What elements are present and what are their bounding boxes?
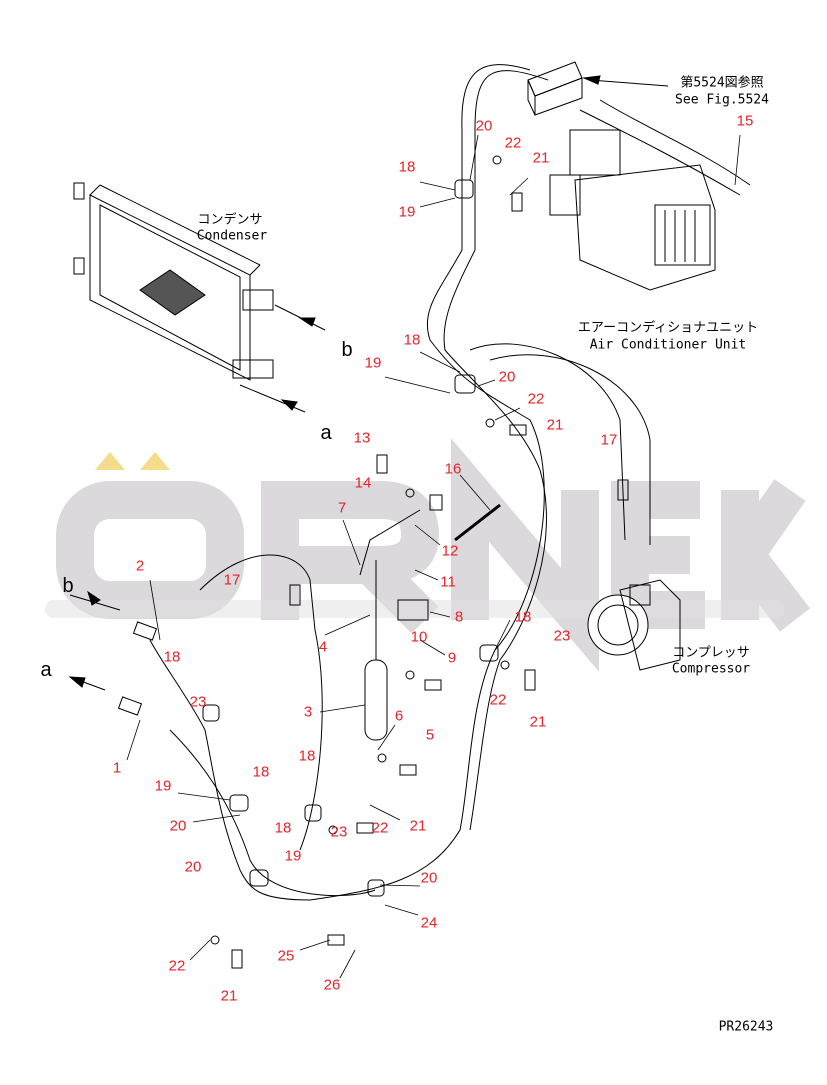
part-callout: 4 bbox=[318, 638, 328, 656]
reference-label-jp: 第5524図参照 bbox=[680, 75, 764, 91]
part-callout: 22 bbox=[489, 691, 507, 709]
connection-b-top: b bbox=[341, 339, 353, 361]
connection-a-left: a bbox=[40, 659, 52, 681]
part-callout: 1 bbox=[112, 759, 122, 777]
part-callout: 21 bbox=[532, 149, 550, 167]
part-callout: 23 bbox=[189, 693, 207, 711]
part-callout: 22 bbox=[504, 134, 522, 152]
part-callout: 19 bbox=[398, 203, 416, 221]
part-callout: 17 bbox=[223, 571, 241, 589]
watermark-logo bbox=[56, 438, 811, 672]
part-callout: 18 bbox=[252, 763, 270, 781]
compressor bbox=[587, 579, 681, 671]
part-callout: 20 bbox=[420, 869, 438, 887]
compressor-label-jp: コンプレッサ bbox=[672, 645, 750, 661]
condenser-label-en: Condenser bbox=[196, 228, 268, 244]
part-callout: 19 bbox=[284, 847, 302, 865]
part-callout: 24 bbox=[420, 914, 438, 932]
part-callout: 22 bbox=[371, 819, 389, 837]
part-callout: 18 bbox=[163, 648, 181, 666]
clamps bbox=[202, 155, 629, 969]
part-callout: 18 bbox=[298, 747, 316, 765]
compressor-label-en: Compressor bbox=[671, 661, 751, 677]
air-conditioner-unit bbox=[549, 129, 716, 291]
part-callout: 21 bbox=[220, 987, 238, 1005]
part-callout: 26 bbox=[323, 976, 341, 994]
part-callout: 5 bbox=[425, 726, 435, 744]
part-callout: 19 bbox=[154, 777, 172, 795]
part-callout: 21 bbox=[529, 713, 547, 731]
connection-a-top: a bbox=[320, 422, 332, 444]
part-callout: 18 bbox=[274, 819, 292, 837]
part-callout: 2 bbox=[135, 557, 145, 575]
drawing-id: PR26243 bbox=[718, 1019, 774, 1035]
grommet-block bbox=[527, 61, 669, 116]
part-callout: 20 bbox=[184, 858, 202, 876]
part-callout: 20 bbox=[498, 368, 516, 386]
part-callout: 25 bbox=[277, 947, 295, 965]
condenser-label-jp: コンデンサ bbox=[197, 212, 263, 228]
ac-unit-label-jp: エアーコンディショナユニット bbox=[577, 320, 759, 336]
receiver-drier bbox=[364, 560, 388, 741]
connection-b-left: b bbox=[62, 575, 74, 597]
condenser bbox=[73, 182, 274, 381]
part-callout: 21 bbox=[546, 416, 564, 434]
part-callout: 8 bbox=[454, 608, 464, 626]
part-callout: 21 bbox=[409, 817, 427, 835]
part-callout: 18 bbox=[514, 608, 532, 626]
part-callout: 11 bbox=[440, 573, 456, 591]
part-callout: 13 bbox=[353, 429, 371, 447]
part-callout: 20 bbox=[475, 117, 493, 135]
ac-unit-label-en: Air Conditioner Unit bbox=[589, 337, 747, 353]
part-callout: 15 bbox=[736, 112, 754, 130]
part-callout: 14 bbox=[354, 474, 372, 492]
part-callout: 19 bbox=[364, 354, 382, 372]
part-callout: 22 bbox=[527, 390, 545, 408]
reference-label-en: See Fig.5524 bbox=[675, 92, 769, 108]
part-callout: 23 bbox=[330, 823, 348, 841]
part-callout: 6 bbox=[394, 707, 404, 725]
part-callout: 22 bbox=[168, 957, 186, 975]
part-callout: 3 bbox=[303, 703, 313, 721]
part-callout: 17 bbox=[600, 431, 618, 449]
part-callout: 12 bbox=[441, 542, 459, 560]
part-callout: 23 bbox=[553, 627, 571, 645]
part-callout: 18 bbox=[398, 158, 416, 176]
part-callout: 9 bbox=[447, 649, 457, 667]
part-callout: 20 bbox=[169, 817, 187, 835]
part-callout: 16 bbox=[444, 460, 462, 478]
part-callout: 7 bbox=[337, 499, 347, 517]
part-callout: 10 bbox=[410, 628, 428, 646]
part-callout: 18 bbox=[403, 331, 421, 349]
